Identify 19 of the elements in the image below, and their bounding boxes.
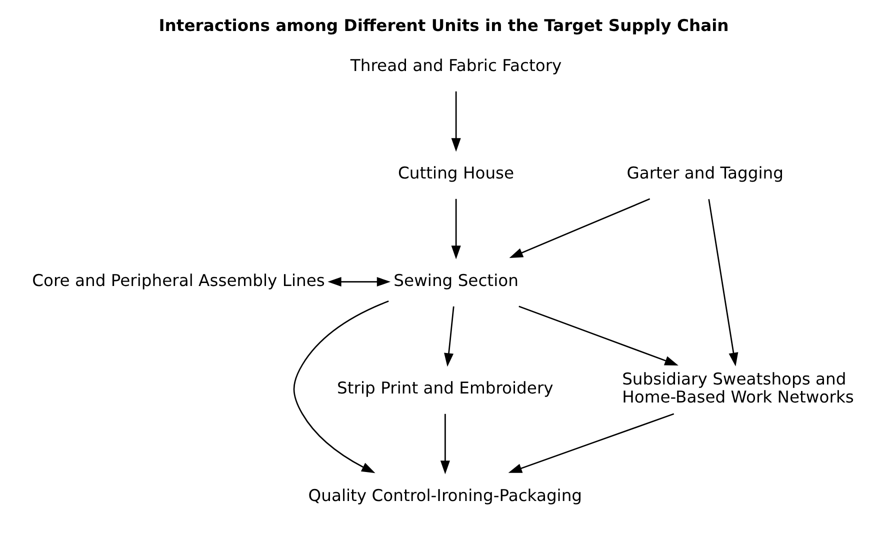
- arrow: [440, 414, 450, 474]
- node-text: Garter and Tagging: [626, 164, 784, 183]
- arrow: [451, 91, 461, 152]
- arrow: [293, 300, 389, 474]
- node-text: Quality Control-Ironing-Packaging: [308, 486, 582, 505]
- arrow: [451, 198, 461, 260]
- arrow: [708, 199, 738, 366]
- node-text: Sewing Section: [394, 271, 518, 290]
- node-text: Core and Peripheral Assembly Lines: [32, 271, 325, 290]
- node-text: Cutting House: [398, 164, 514, 183]
- arrow: [444, 306, 454, 367]
- arrow: [508, 413, 674, 473]
- node-text: Thread and Fabric Factory: [350, 56, 562, 76]
- node-text: Strip Print and Embroidery: [337, 378, 554, 398]
- arrow: [328, 277, 391, 287]
- diagram-title: Interactions among Different Units in the Target Supply Chain: [158, 16, 729, 35]
- arrow: [518, 306, 678, 366]
- arrow: [509, 198, 650, 258]
- node-text: Subsidiary Sweatshops and Home-Based Work Networks: [622, 370, 854, 406]
